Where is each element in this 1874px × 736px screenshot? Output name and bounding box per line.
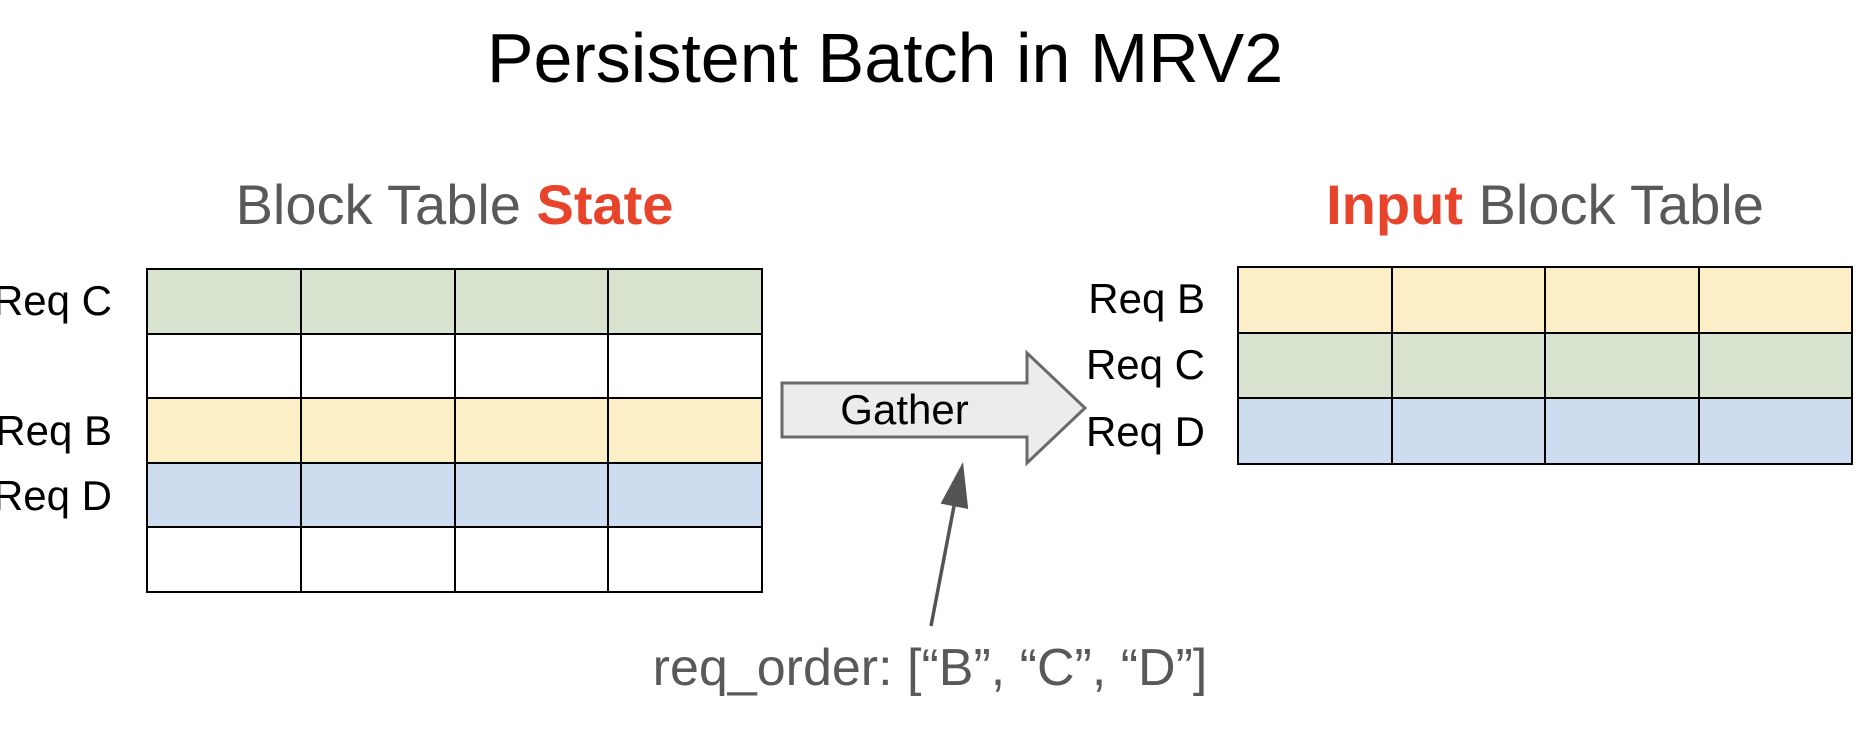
left-table-cell: [454, 527, 609, 592]
left-table-cell: [454, 269, 609, 334]
right-table-cell: [1698, 267, 1852, 333]
left-table-cell: [300, 527, 455, 592]
right-table-cell: [1238, 332, 1392, 399]
left-table-cell: [147, 527, 301, 592]
left-table: [146, 268, 763, 593]
left-table-cell: [147, 333, 301, 399]
left-header-highlight: State: [536, 173, 674, 236]
left-header-prefix: Block Table: [235, 173, 537, 236]
right-table-cell: [1698, 332, 1852, 399]
right-table-cell: [1238, 267, 1392, 333]
right-table-cell: [1391, 332, 1545, 399]
gather-arrow-label: Gather: [840, 386, 969, 433]
right-table-cell: [1391, 267, 1545, 333]
left-table-cell: [300, 398, 455, 463]
annotation-arrow-line: [929, 505, 956, 627]
right-table-cell: [1391, 398, 1545, 464]
left-table-cell: [300, 269, 455, 334]
right-table-cell: [1238, 398, 1392, 464]
row-label: Req D: [0, 471, 112, 519]
left-table-cell: [454, 398, 609, 463]
row-label: Req C: [0, 276, 112, 324]
left-table-cell: [300, 462, 455, 528]
right-header-suffix: Block Table: [1462, 173, 1764, 236]
left-table-cell: [454, 462, 609, 528]
right-table-cell: [1545, 267, 1699, 333]
left-table-header: Block Table State: [146, 172, 763, 237]
row-label: Req B: [1088, 275, 1205, 323]
row-label: Req D: [1085, 407, 1205, 455]
left-table-row-labels: Req C Req B Req D: [0, 268, 112, 593]
row-label: Req C: [1085, 341, 1205, 389]
left-table-cell: [608, 269, 762, 334]
left-table-cell: [300, 333, 455, 399]
left-table-cell: [454, 333, 609, 399]
annotation-arrow-head-icon: [940, 462, 969, 509]
page-title: Persistent Batch in MRV2: [486, 19, 1284, 97]
right-table-header: Input Block Table: [1237, 172, 1853, 237]
left-table-cell: [608, 462, 762, 528]
left-table-cell: [147, 269, 301, 334]
right-header-highlight: Input: [1326, 173, 1463, 236]
right-table: [1237, 266, 1853, 465]
left-table-cell: [147, 398, 301, 463]
req-order-annotation: req_order: [“B”, “C”, “D”]: [652, 639, 1208, 697]
left-table-cell: [147, 462, 301, 528]
left-table-cell: [608, 333, 762, 399]
gather-arrow-icon: [780, 349, 1088, 467]
right-table-cell: [1698, 398, 1852, 464]
right-table-cell: [1545, 332, 1699, 399]
row-label: Req B: [0, 406, 112, 454]
left-table-cell: [608, 527, 762, 592]
right-table-cell: [1545, 398, 1699, 464]
left-table-cell: [608, 398, 762, 463]
right-table-row-labels: Req B Req C Req D: [1000, 266, 1205, 465]
